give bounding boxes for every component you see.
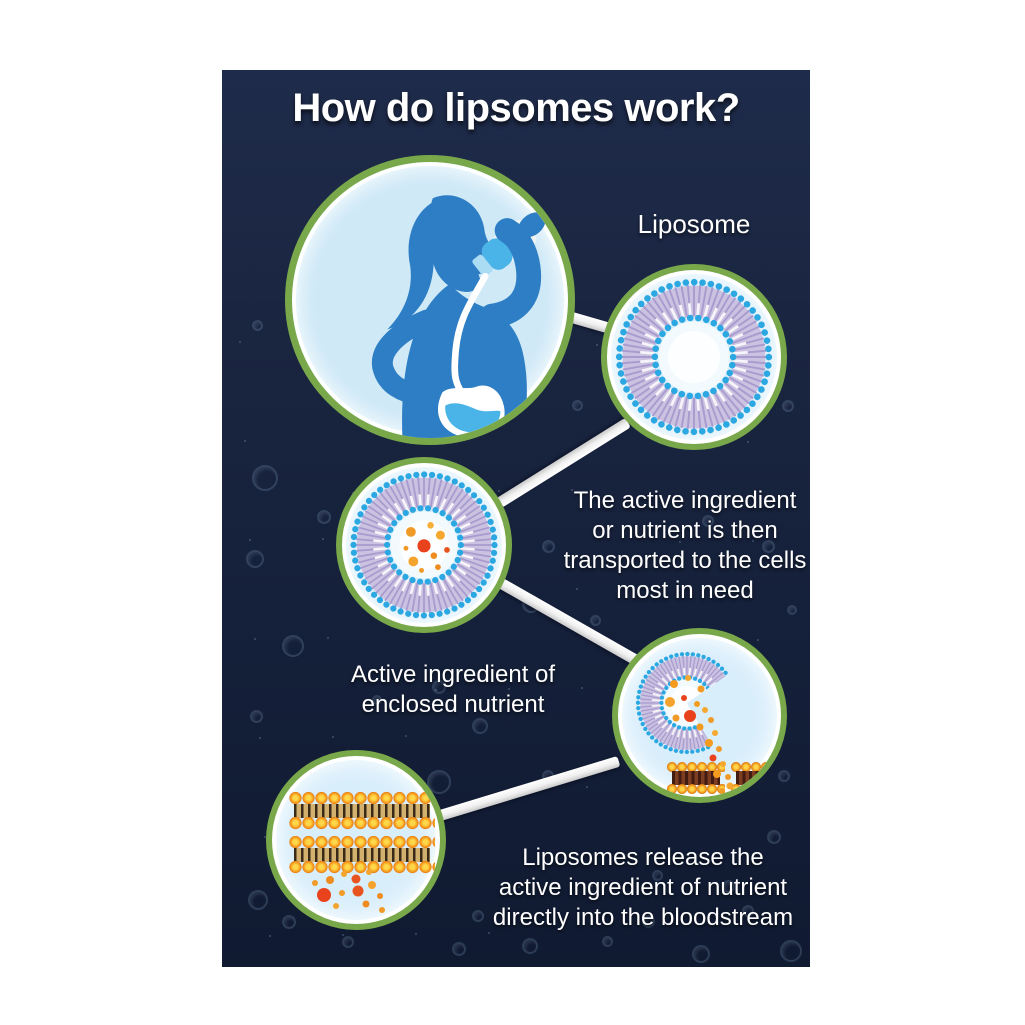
bubble [602, 936, 613, 947]
bubble [252, 465, 278, 491]
bubble [252, 320, 263, 331]
bubble [472, 718, 488, 734]
speck [415, 933, 417, 935]
bubble [702, 515, 714, 527]
speck [322, 538, 324, 540]
page-title: How do lipsomes work? [292, 86, 740, 130]
speck [679, 541, 681, 543]
bubble [642, 915, 655, 928]
bubble [342, 936, 354, 948]
bubble [427, 770, 451, 794]
bubble [432, 680, 446, 694]
liposome-release-icon [612, 628, 787, 803]
speck [498, 490, 500, 492]
bubble [472, 910, 484, 922]
liposome-with-nutrient-icon [336, 457, 512, 633]
person-drinking-icon [285, 155, 575, 445]
speck [259, 737, 261, 739]
label-release: Liposomes release the active ingredient … [492, 844, 794, 931]
speck [757, 639, 759, 641]
bubble [590, 615, 601, 626]
bubble [250, 710, 263, 723]
bubble [522, 938, 538, 954]
bubble [452, 942, 466, 956]
speck [249, 539, 251, 541]
person-silhouette-art [371, 195, 546, 438]
bubble [542, 540, 555, 553]
speck [581, 687, 583, 689]
bubble [767, 830, 781, 844]
bubble [248, 890, 268, 910]
speck [571, 489, 573, 491]
bubble [780, 940, 802, 962]
bilayer-band [289, 836, 435, 874]
speck [591, 885, 593, 887]
speck [488, 932, 490, 934]
bubble [282, 915, 296, 929]
bubble [787, 605, 797, 615]
bubble [282, 635, 304, 657]
speck [586, 786, 588, 788]
speck [244, 440, 246, 442]
speck [518, 886, 520, 888]
speck [342, 934, 344, 936]
speck [752, 540, 754, 542]
bubble [778, 770, 790, 782]
bubble [317, 510, 331, 524]
bubble [652, 870, 663, 881]
connector-release-to-membrane [435, 756, 621, 822]
speck [576, 588, 578, 590]
speck [435, 689, 437, 691]
speck [596, 344, 598, 346]
speck [508, 688, 510, 690]
bubble [742, 905, 754, 917]
bubble [722, 880, 735, 893]
speck [747, 441, 749, 443]
label-transport: The active ingredient or nutrient is the… [563, 487, 807, 604]
bubble [372, 695, 382, 705]
bubble [246, 550, 264, 568]
label-active-ingredient: Active ingredient of enclosed nutrient [350, 661, 556, 718]
speck [737, 883, 739, 885]
speck [332, 736, 334, 738]
speck [269, 935, 271, 937]
speck [264, 836, 266, 838]
speck [327, 637, 329, 639]
label-liposome: Liposome [637, 209, 751, 239]
speck [405, 735, 407, 737]
speck [664, 884, 666, 886]
bubble [782, 400, 794, 412]
cell-membrane-segment [667, 762, 725, 794]
open-liposome-art [630, 646, 744, 760]
bubble [572, 400, 583, 411]
bubble [762, 540, 775, 553]
liposome-cross-section-icon [601, 264, 787, 450]
speck [254, 638, 256, 640]
bubble [692, 945, 710, 963]
cell-membrane-icon [266, 750, 446, 930]
infographic-poster: How do lipsomes work? [222, 70, 810, 967]
speck [239, 341, 241, 343]
bilayer-band [289, 792, 435, 830]
cell-membrane-segment [731, 762, 781, 794]
